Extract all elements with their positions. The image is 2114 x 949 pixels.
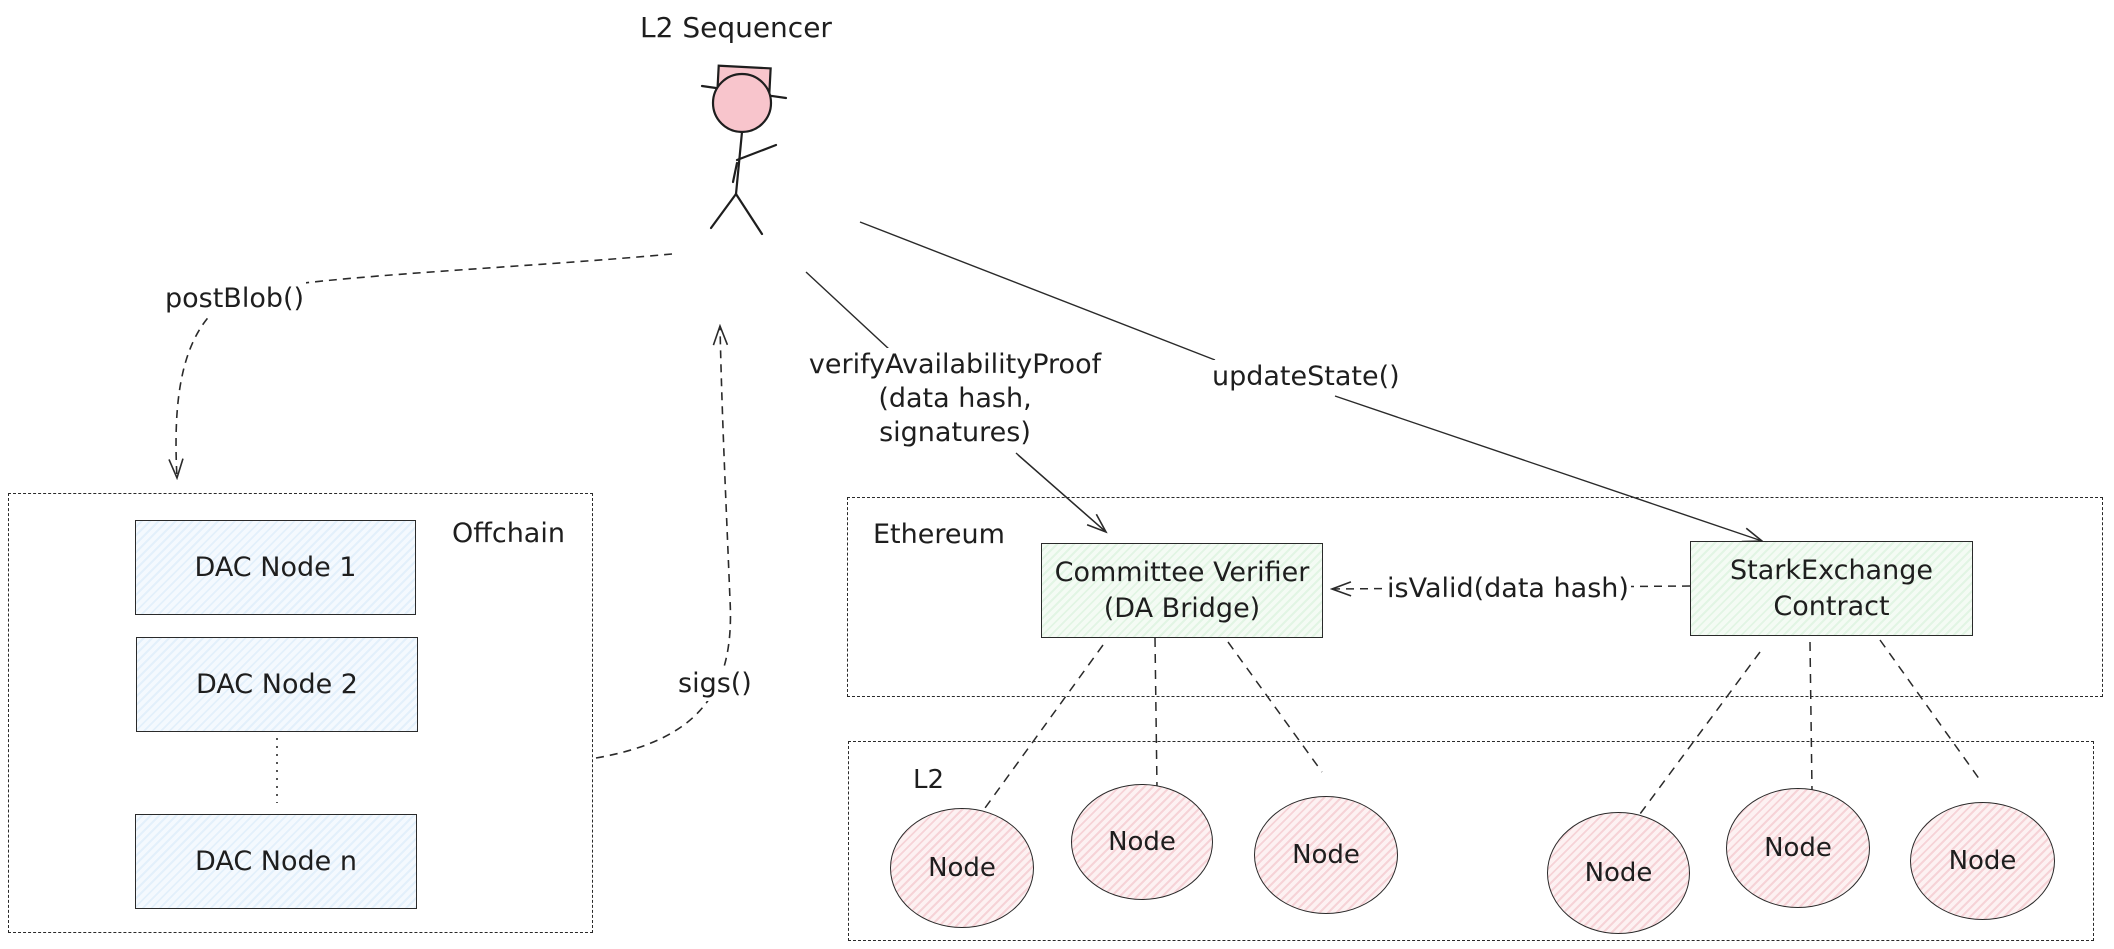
offchain-label: Offchain — [452, 518, 565, 549]
verifier-node-links — [984, 637, 1323, 809]
starkexchange-subtitle: Contract — [1773, 590, 1890, 622]
sigs-label: sigs() — [676, 667, 754, 701]
l2-node-3: Node — [1254, 796, 1398, 914]
l2-node-5: Node — [1726, 788, 1870, 908]
l2-group — [848, 741, 2094, 941]
edge-update-state — [859, 221, 1216, 361]
edge-postblob — [176, 253, 673, 478]
dac-node-n-label: DAC Node n — [195, 845, 357, 877]
l2-node-1: Node — [890, 808, 1034, 928]
l2-node-6: Node — [1910, 802, 2055, 920]
is-valid-label: isValid(data hash) — [1385, 572, 1631, 606]
committee-verifier-subtitle: (DA Bridge) — [1103, 592, 1261, 624]
l2-node-2-label: Node — [1108, 827, 1176, 857]
sequencer-figure-icon — [700, 64, 788, 236]
l2-node-4: Node — [1547, 812, 1690, 934]
verify-proof-label-line1: verifyAvailabilityProof — [808, 349, 1102, 380]
sequencer-label: L2 Sequencer — [640, 11, 832, 44]
l2-node-1-label: Node — [928, 853, 996, 883]
l2-node-6-label: Node — [1948, 846, 2017, 876]
offchain-group — [8, 493, 593, 933]
committee-verifier-box: Committee Verifier (DA Bridge) — [1041, 543, 1323, 638]
postblob-label: postBlob() — [163, 282, 307, 316]
committee-verifier-title: Committee Verifier — [1054, 557, 1310, 589]
starkexchange-title: StarkExchange — [1730, 555, 1933, 587]
l2-node-4-label: Node — [1584, 858, 1653, 888]
l2-node-5-label: Node — [1764, 833, 1832, 863]
starkexchange-box: StarkExchange Contract — [1690, 541, 1973, 636]
dac-node-1: DAC Node 1 — [135, 520, 416, 615]
ethereum-group — [847, 497, 2103, 697]
dac-node-n: DAC Node n — [135, 814, 417, 909]
verify-proof-label-line2: (data hash, — [878, 382, 1032, 414]
dac-node-1-label: DAC Node 1 — [194, 551, 357, 583]
l2-label: L2 — [913, 765, 945, 795]
dac-node-2-label: DAC Node 2 — [196, 668, 358, 700]
ethereum-label: Ethereum — [873, 519, 1005, 550]
dac-node-2: DAC Node 2 — [136, 637, 418, 732]
starkexchange-node-links — [1636, 639, 1981, 819]
verify-proof-label: verifyAvailabilityProof (data hash, sign… — [803, 348, 1107, 450]
edge-sigs — [595, 326, 732, 759]
l2-node-3-label: Node — [1292, 840, 1360, 870]
verify-proof-label-line3: signatures) — [879, 416, 1031, 448]
l2-node-2: Node — [1071, 784, 1213, 900]
update-state-label: updateState() — [1210, 360, 1402, 394]
